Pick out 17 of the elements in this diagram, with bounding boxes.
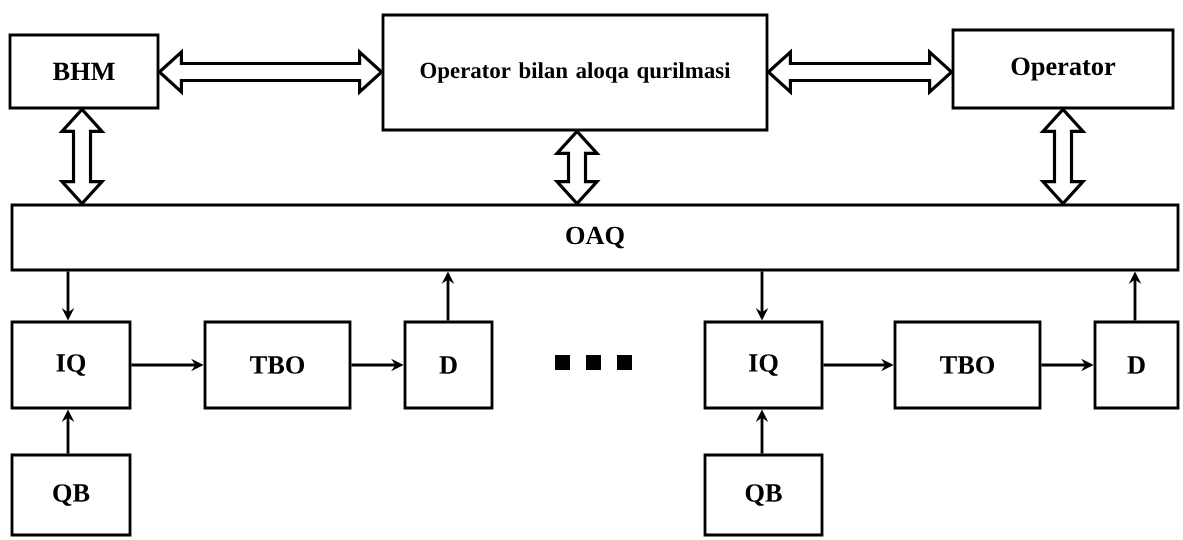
bus-bar: OAQ <box>10 203 1180 272</box>
process-box: IQ <box>703 320 824 410</box>
operator-box: Operator <box>951 28 1175 110</box>
process-box: QB <box>703 453 824 537</box>
device-box: Operator bilan aloqa qurilmasi <box>381 13 769 132</box>
double-arrow <box>553 129 601 206</box>
process-box: TBO <box>203 320 352 410</box>
process-box: D <box>403 320 494 410</box>
process-box: D <box>1093 320 1180 410</box>
double-arrow <box>157 48 384 96</box>
double-arrow <box>1039 107 1087 206</box>
process-box: IQ <box>10 320 132 410</box>
process-box: TBO <box>893 320 1042 410</box>
block-box: BHM <box>8 33 160 110</box>
process-box: QB <box>10 453 132 537</box>
double-arrow <box>58 107 106 206</box>
double-arrow <box>766 48 954 96</box>
